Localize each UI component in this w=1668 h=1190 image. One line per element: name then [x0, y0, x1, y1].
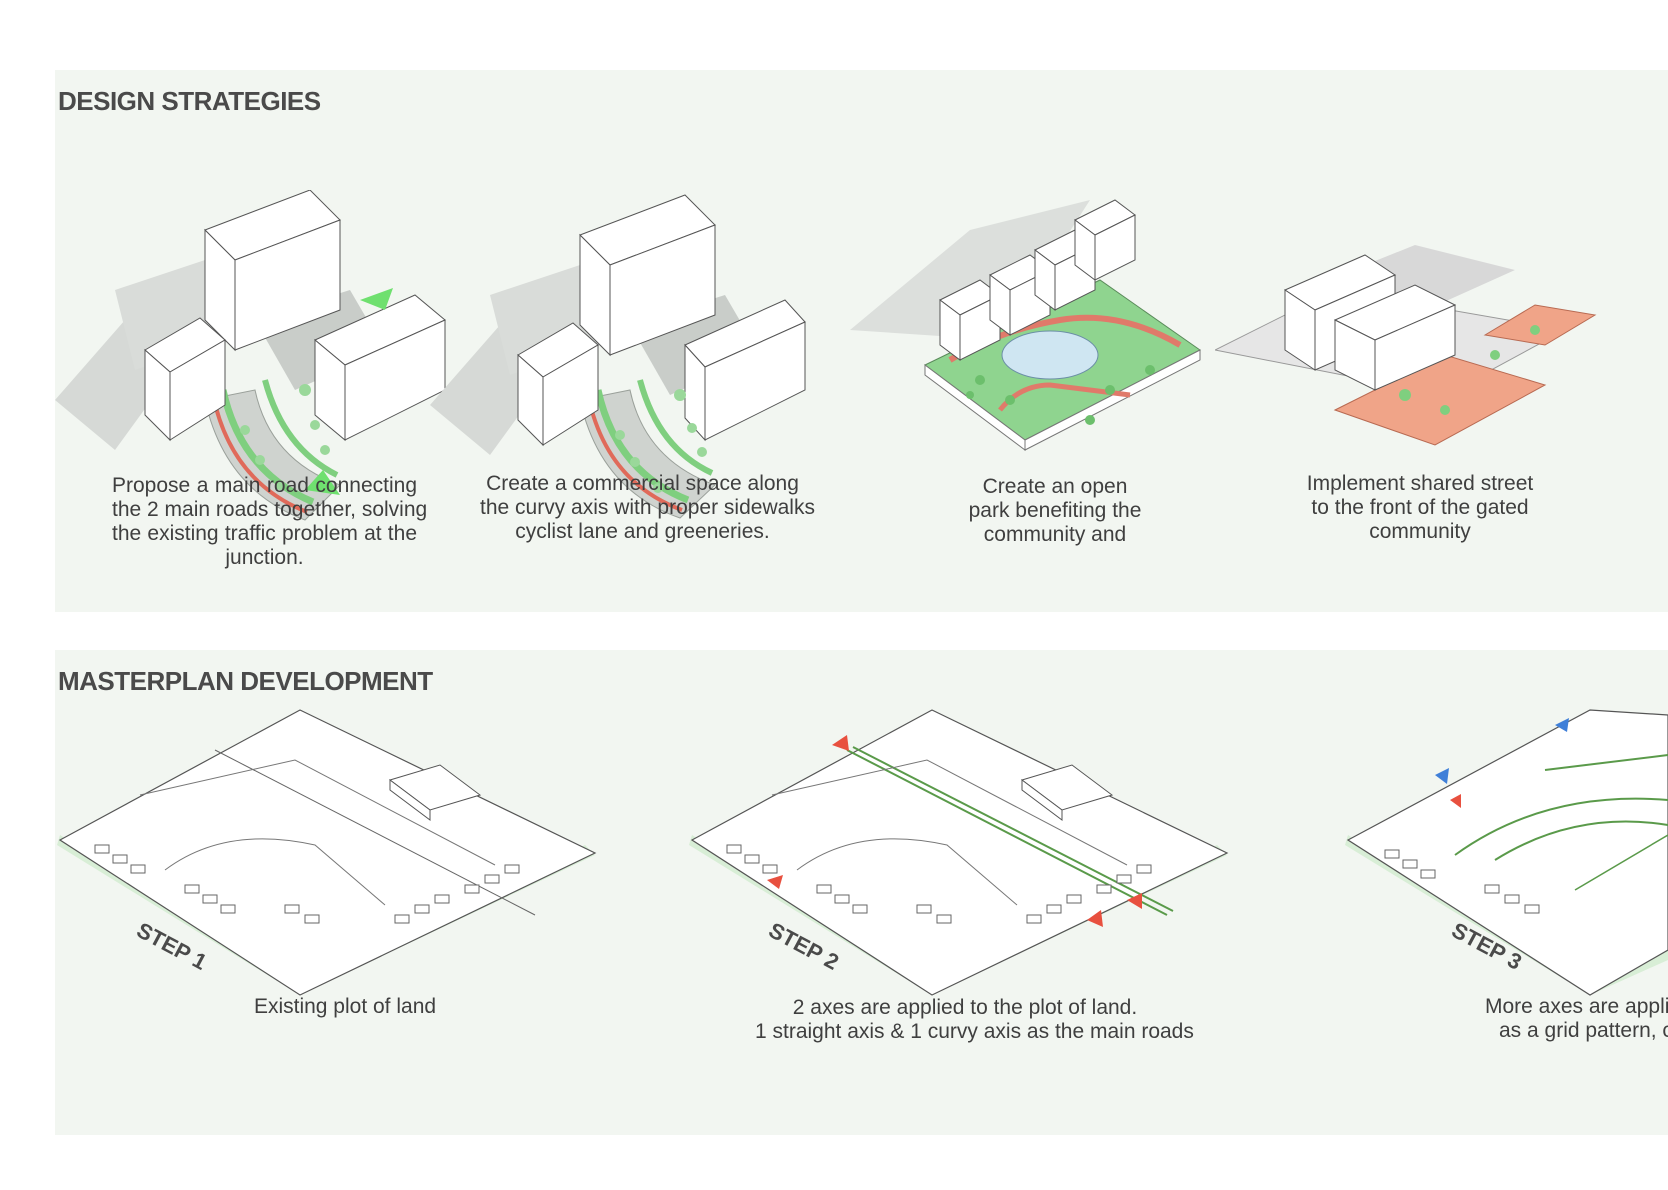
strategy-4-illustration: [1215, 155, 1668, 455]
pond: [1002, 331, 1098, 379]
caption-line: Implement shared street: [1295, 472, 1545, 496]
strategy-caption-3: Create an open park benefiting the commu…: [955, 475, 1155, 547]
strategy-caption-1: Propose a main road connecting the 2 mai…: [112, 474, 417, 570]
caption-line: to the front of the gated: [1295, 496, 1545, 520]
plot-outline: [692, 710, 1227, 995]
step-3-plot-illustration: STEP 3: [1345, 660, 1668, 1040]
design-strategies-title: DESIGN STRATEGIES: [58, 86, 321, 117]
caption-line: cyclist lane and greeneries.: [480, 520, 805, 544]
caption-line: the 2 main roads together, solving: [112, 498, 417, 522]
red-arrow-icon: [832, 735, 849, 751]
caption-line: community: [1295, 520, 1545, 544]
step-2-plot-illustration: STEP 2: [687, 705, 1247, 1035]
blue-arrow-icon: [1435, 768, 1449, 784]
caption-line: More axes are appli: [1485, 995, 1668, 1019]
caption-line: community and: [955, 523, 1155, 547]
caption-line: junction.: [112, 546, 417, 570]
caption-line: Propose a main road connecting: [112, 474, 417, 498]
plot-outline: [60, 710, 595, 995]
caption-line: park benefiting the: [955, 499, 1155, 523]
strategy-caption-2: Create a commercial space along the curv…: [480, 472, 805, 544]
step-3-caption: More axes are appli as a grid pattern, c: [1485, 995, 1668, 1043]
caption-line: the existing traffic problem at the: [112, 522, 417, 546]
caption-line: Create an open: [955, 475, 1155, 499]
caption-line: Existing plot of land: [215, 995, 475, 1019]
caption-line: 1 straight axis & 1 curvy axis as the ma…: [755, 1020, 1175, 1044]
strategy-3-illustration: [850, 140, 1240, 470]
masterplan-development-title: MASTERPLAN DEVELOPMENT: [58, 666, 433, 697]
step-2-caption: 2 axes are applied to the plot of land. …: [755, 996, 1175, 1044]
caption-line: the curvy axis with proper sidewalks: [480, 496, 805, 520]
caption-line: 2 axes are applied to the plot of land.: [755, 996, 1175, 1020]
design-strategies-panel: DESIGN STRATEGIES: [55, 70, 1668, 612]
masterplan-development-panel: MASTERPLAN DEVELOPMENT STEP 1: [55, 650, 1668, 1135]
strategy-caption-4: Implement shared street to the front of …: [1295, 472, 1545, 544]
caption-line: Create a commercial space along: [480, 472, 805, 496]
step-1-plot-illustration: STEP 1: [55, 705, 615, 1035]
caption-line: as a grid pattern, c: [1485, 1019, 1668, 1043]
step-1-caption: Existing plot of land: [215, 995, 475, 1019]
